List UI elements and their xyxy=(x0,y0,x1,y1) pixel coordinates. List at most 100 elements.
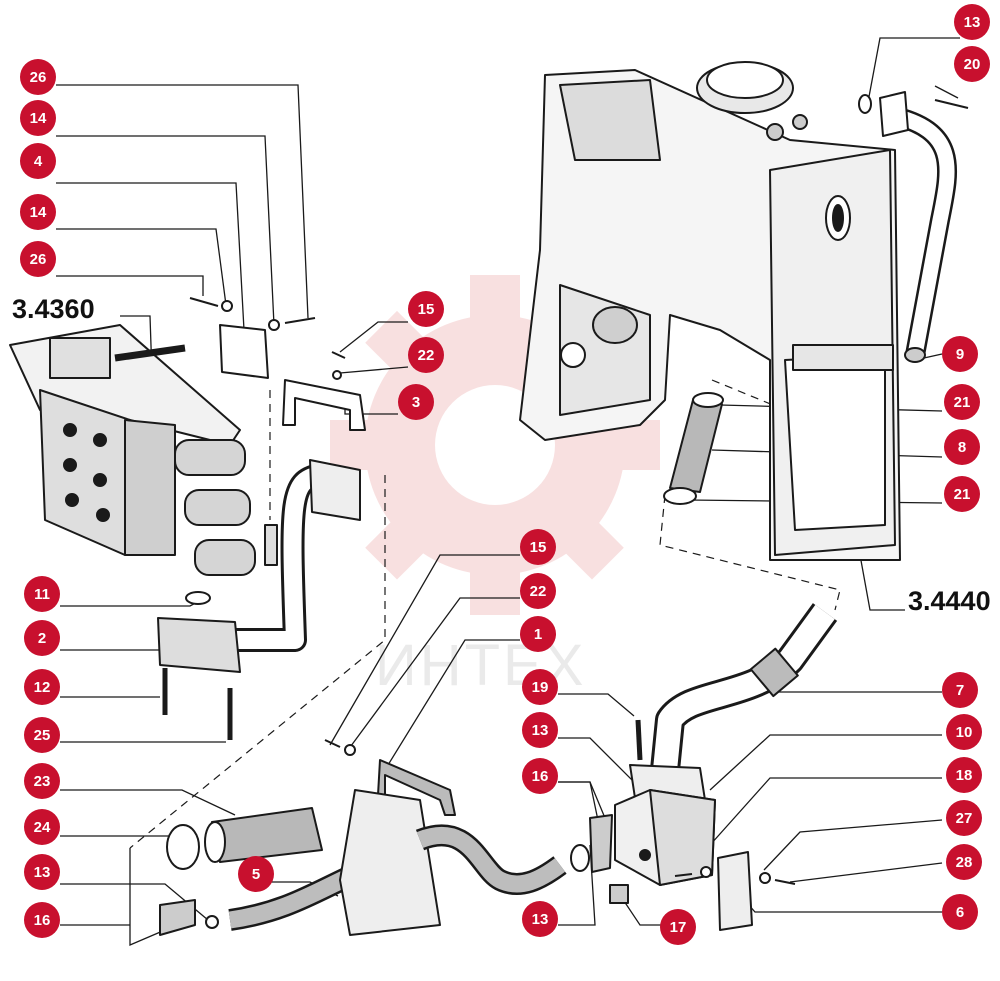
callout-20[interactable]: 20 xyxy=(954,46,990,82)
leader-17 xyxy=(619,894,670,926)
svg-text:13: 13 xyxy=(964,14,981,31)
svg-text:7: 7 xyxy=(956,682,964,699)
valve-block xyxy=(9,324,256,576)
hose-23-end xyxy=(204,821,226,863)
callout-1[interactable]: 1 xyxy=(520,616,556,652)
callout-13a[interactable]: 13 xyxy=(954,4,990,40)
callout-22b[interactable]: 22 xyxy=(520,573,556,609)
callout-24[interactable]: 24 xyxy=(24,809,60,845)
bracket-4 xyxy=(219,324,269,379)
callout-12[interactable]: 12 xyxy=(24,669,60,705)
svg-text:4: 4 xyxy=(34,153,43,170)
clamp-16b xyxy=(589,814,613,873)
leader-15a xyxy=(339,321,408,353)
callout-18[interactable]: 18 xyxy=(946,757,982,793)
callout-5[interactable]: 5 xyxy=(238,856,274,892)
hose-23 xyxy=(211,807,323,863)
leader-16b-2 xyxy=(558,781,611,831)
leader-20 xyxy=(934,85,959,99)
washer-22b xyxy=(344,744,356,756)
svg-text:17: 17 xyxy=(670,919,687,936)
svg-text:14: 14 xyxy=(30,110,47,127)
leader-4 xyxy=(56,182,245,331)
callout-21a[interactable]: 21 xyxy=(944,384,980,420)
plate-6 xyxy=(717,851,753,931)
callout-8[interactable]: 8 xyxy=(944,429,980,465)
callout-21b[interactable]: 21 xyxy=(944,476,980,512)
svg-text:12: 12 xyxy=(34,679,51,696)
assembly-label-3-4360: 3.4360 xyxy=(12,294,95,324)
leader-13c xyxy=(558,737,649,797)
svg-text:21: 21 xyxy=(954,486,971,503)
callout-22a[interactable]: 22 xyxy=(408,337,444,373)
bolt-18 xyxy=(674,873,693,877)
bolt-26b xyxy=(189,297,219,307)
callout-27[interactable]: 27 xyxy=(946,800,982,836)
svg-text:22: 22 xyxy=(418,347,435,364)
svg-text:11: 11 xyxy=(34,586,50,603)
callout-13c[interactable]: 13 xyxy=(522,712,558,748)
leader-27 xyxy=(763,819,943,871)
washer-22a xyxy=(332,370,342,380)
leader-26b xyxy=(56,275,204,296)
svg-text:1: 1 xyxy=(534,626,542,643)
svg-text:18: 18 xyxy=(956,767,973,784)
callout-13b[interactable]: 13 xyxy=(24,854,60,890)
callout-16b[interactable]: 16 xyxy=(522,758,558,794)
leader-23 xyxy=(60,789,236,816)
callout-9[interactable]: 9 xyxy=(942,336,978,372)
leader-16a-branch xyxy=(129,848,166,946)
filter-housing-10-face xyxy=(649,789,716,886)
svg-text:6: 6 xyxy=(956,904,964,921)
callout-26a[interactable]: 26 xyxy=(20,59,56,95)
svg-text:19: 19 xyxy=(532,679,549,696)
svg-text:27: 27 xyxy=(956,810,973,827)
parts xyxy=(9,61,969,936)
svg-text:23: 23 xyxy=(34,773,51,790)
callout-10[interactable]: 10 xyxy=(946,714,982,750)
callout-26b[interactable]: 26 xyxy=(20,241,56,277)
svg-text:3: 3 xyxy=(412,394,420,411)
svg-text:5: 5 xyxy=(252,866,260,883)
callout-15b[interactable]: 15 xyxy=(520,529,556,565)
callout-28[interactable]: 28 xyxy=(946,844,982,880)
washer-14b xyxy=(221,300,233,312)
callout-4[interactable]: 4 xyxy=(20,143,56,179)
svg-text:13: 13 xyxy=(532,722,549,739)
bolt-26a xyxy=(284,317,316,324)
callout-17[interactable]: 17 xyxy=(660,909,696,945)
callout-badges: 26 14 4 14 26 15 22 3 13 20 9 21 8 21 11… xyxy=(20,4,990,945)
callout-16a[interactable]: 16 xyxy=(24,902,60,938)
callout-11[interactable]: 11 xyxy=(24,576,60,612)
callout-23[interactable]: 23 xyxy=(24,763,60,799)
svg-text:14: 14 xyxy=(30,204,47,221)
leader-22a xyxy=(339,366,409,374)
suction-pipe-7 xyxy=(629,603,838,801)
callout-19[interactable]: 19 xyxy=(522,669,558,705)
callout-15a[interactable]: 15 xyxy=(408,291,444,327)
svg-text:26: 26 xyxy=(30,69,47,86)
washer-27 xyxy=(759,872,771,884)
callout-2[interactable]: 2 xyxy=(24,620,60,656)
svg-text:16: 16 xyxy=(34,912,51,929)
u-clamp-3 xyxy=(282,379,366,431)
svg-text:28: 28 xyxy=(956,854,973,871)
callout-6[interactable]: 6 xyxy=(942,894,978,930)
callout-3[interactable]: 3 xyxy=(398,384,434,420)
callout-14a[interactable]: 14 xyxy=(20,100,56,136)
leader-lines xyxy=(56,37,960,946)
svg-text:13: 13 xyxy=(532,911,549,928)
callout-13d[interactable]: 13 xyxy=(522,901,558,937)
leader-10 xyxy=(709,734,942,791)
callout-25[interactable]: 25 xyxy=(24,717,60,753)
leader-13a xyxy=(867,37,960,103)
dash-tank xyxy=(659,494,841,611)
port-10 xyxy=(639,849,651,861)
callout-7[interactable]: 7 xyxy=(942,672,978,708)
svg-text:21: 21 xyxy=(954,394,971,411)
hydraulic-tank-frame xyxy=(519,61,901,561)
callout-14b[interactable]: 14 xyxy=(20,194,56,230)
clamp-24 xyxy=(166,824,200,870)
